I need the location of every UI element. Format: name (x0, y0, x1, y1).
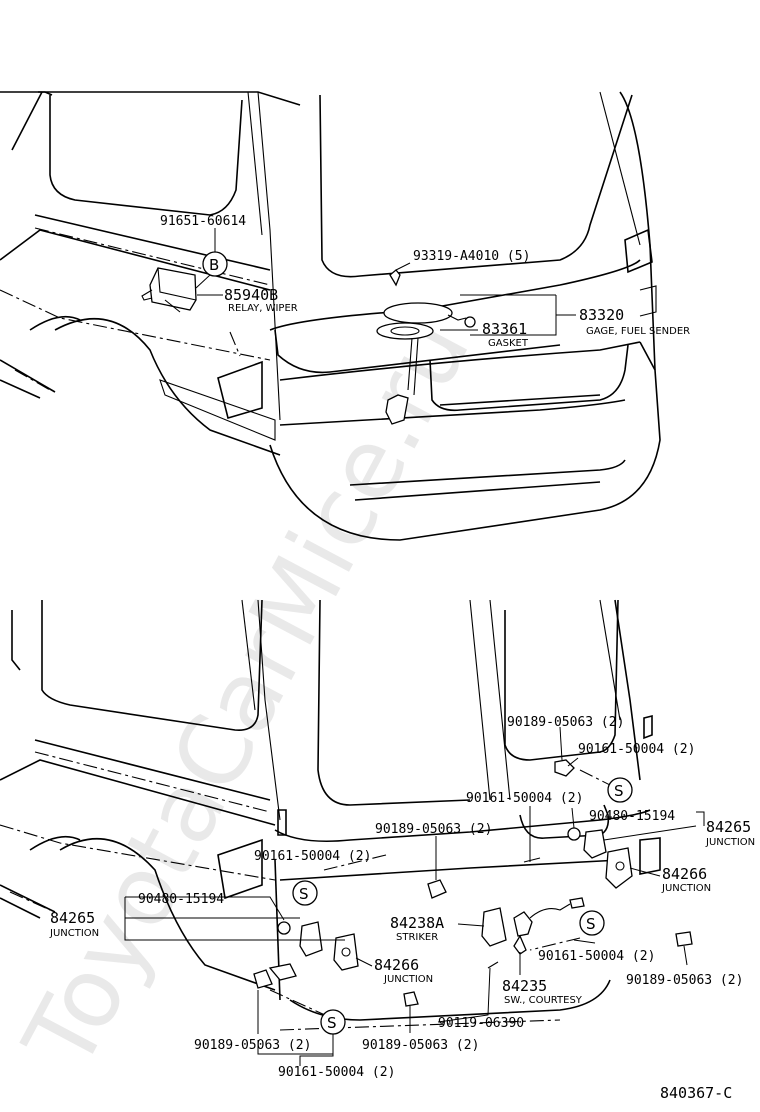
callout-84235: 84235 (502, 977, 547, 995)
callout-90161-50004: 90161-50004 (2) (254, 849, 371, 864)
callout-90189-05063: 90189-05063 (2) (626, 973, 743, 988)
circle-marker-b (202, 251, 228, 277)
circle-marker-s (292, 880, 318, 906)
callout-84266-sub: JUNCTION (661, 883, 711, 894)
fuel-sender-part (376, 269, 476, 425)
callout-93319-a4010: 93319-A4010 (5) (413, 249, 530, 264)
callout-84266-sub: JUNCTION (383, 974, 433, 985)
circle-s-label: S (586, 915, 596, 933)
callout-84265: 84265 (706, 818, 751, 836)
circle-s-label: S (327, 1014, 337, 1032)
callout-85940b: 85940B (224, 286, 278, 304)
circle-b-label: B (209, 256, 219, 274)
callout-84266: 84266 (662, 865, 707, 883)
callout-90161-50004: 90161-50004 (2) (538, 949, 655, 964)
circle-marker-s (320, 1009, 346, 1035)
callout-90480-15194: 90480-15194 (138, 892, 224, 907)
circle-s-label: S (299, 885, 309, 903)
callout-84265: 84265 (50, 909, 95, 927)
callout-90161-50004: 90161-50004 (2) (466, 791, 583, 806)
callout-84238a-sub: STRIKER (396, 932, 438, 943)
callout-84238a: 84238A (390, 914, 444, 932)
circle-markers-s: S S S S (292, 777, 633, 1035)
top-leaders (195, 228, 576, 336)
callout-84265-sub: JUNCTION (705, 837, 755, 848)
circle-marker-s (607, 777, 633, 803)
callout-90161-50004: 90161-50004 (2) (278, 1065, 395, 1080)
bottom-parts (253, 759, 693, 1007)
relay-wiper-part (141, 267, 197, 313)
callout-83320: 83320 (579, 306, 624, 324)
callout-90119-06390: 90119-06390 (438, 1016, 524, 1031)
bottom-van-body (0, 599, 661, 1031)
circle-s-label: S (614, 782, 624, 800)
callout-84235-sub: SW., COURTESY (504, 995, 583, 1006)
callout-90480-15194: 90480-15194 (589, 809, 675, 824)
callout-83361: 83361 (482, 320, 527, 338)
callout-90189-05063: 90189-05063 (2) (362, 1038, 479, 1053)
callout-91651-60614: 91651-60614 (160, 214, 246, 229)
callout-84266: 84266 (374, 956, 419, 974)
callout-90161-50004: 90161-50004 (2) (578, 742, 695, 757)
circle-marker-s (579, 910, 605, 936)
callout-85940b-sub: RELAY, WIPER (228, 303, 298, 314)
callout-84265-sub: JUNCTION (49, 928, 99, 939)
callout-90189-05063: 90189-05063 (2) (375, 822, 492, 837)
callout-83361-sub: GASKET (488, 338, 529, 349)
callout-90189-05063: 90189-05063 (2) (194, 1038, 311, 1053)
callout-83320-sub: GAGE, FUEL SENDER (586, 326, 690, 337)
diagram-code: 840367-C (660, 1084, 732, 1102)
callout-90189-05063: 90189-05063 (2) (507, 715, 624, 730)
top-van-body (0, 91, 661, 541)
